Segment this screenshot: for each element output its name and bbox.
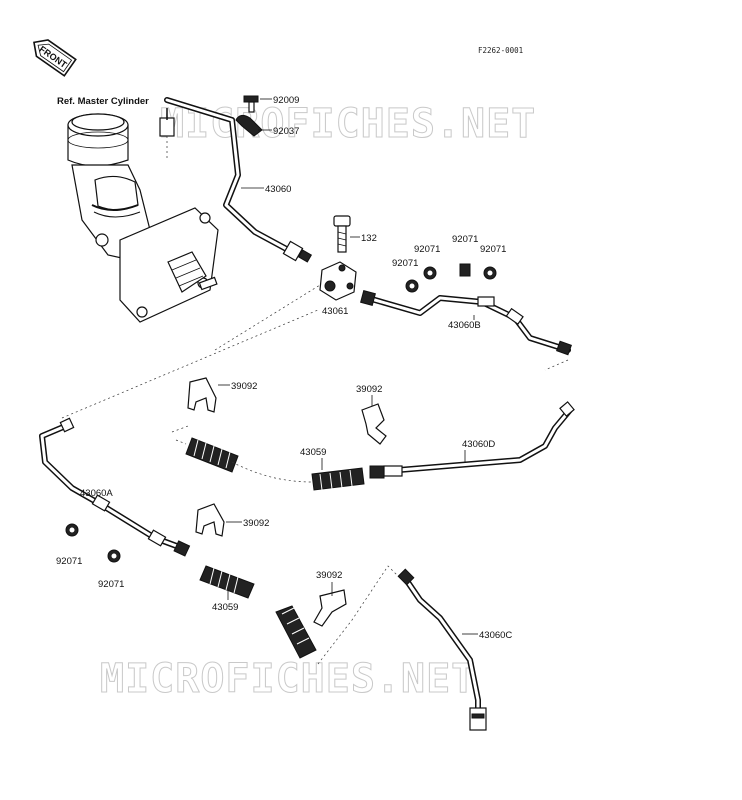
label-92071-d: 92071 (480, 244, 506, 255)
label-43060: 43060 (265, 184, 291, 195)
label-39092-a: 39092 (231, 381, 257, 392)
clip-39092-a (187, 377, 217, 413)
label-92071-c: 92071 (452, 234, 478, 245)
washer-92071-f (107, 549, 121, 563)
label-92071-e: 92071 (56, 556, 82, 567)
grommet-43059-b (311, 467, 365, 491)
label-43059-a: 43059 (300, 447, 326, 458)
watermark-top: MICROFICHES.NET (160, 101, 536, 147)
front-arrow-icon: FRONT (33, 39, 77, 77)
label-92009: 92009 (273, 95, 299, 106)
label-43060B: 43060B (448, 320, 481, 331)
clamp-92037 (235, 114, 263, 137)
label-39092-c: 39092 (243, 518, 269, 529)
watermark-bottom: MICROFICHES.NET (100, 656, 476, 702)
label-39092-d: 39092 (316, 570, 342, 581)
washer-92071-a (405, 279, 419, 293)
washer-92071-e (65, 523, 79, 537)
label-92071-b: 92071 (414, 244, 440, 255)
label-132: 132 (361, 233, 377, 244)
label-92071-a: 92071 (392, 258, 418, 269)
pipe-43060B (360, 290, 572, 356)
grommet-43059-a (185, 437, 239, 473)
pipe-43060A (39, 417, 191, 557)
label-43059-b: 43059 (212, 602, 238, 613)
clip-39092-c (195, 503, 225, 537)
label-39092-b: 39092 (356, 384, 382, 395)
bolt-92009 (243, 95, 259, 113)
figure-code: F2262-0001 (478, 46, 523, 55)
union-43061 (319, 261, 357, 301)
pipe-43060C (397, 568, 487, 731)
master-cylinder-illustration (67, 108, 219, 323)
label-43060A: 43060A (80, 488, 113, 499)
reference-label: Ref. Master Cylinder (57, 96, 149, 107)
washer-92071-d (483, 266, 497, 280)
hose-43060 (164, 97, 313, 263)
label-43060D: 43060D (462, 439, 495, 450)
washer-92071-c (459, 263, 471, 277)
pipe-43060D (369, 401, 575, 479)
label-92037: 92037 (273, 126, 299, 137)
label-43060C: 43060C (479, 630, 512, 641)
clip-39092-b (361, 403, 387, 445)
grommet-43059-c (199, 565, 255, 599)
clip-39092-d (313, 589, 347, 627)
label-43061: 43061 (322, 306, 348, 317)
washer-92071-b (423, 266, 437, 280)
label-92071-f: 92071 (98, 579, 124, 590)
grommet-43059-d (275, 605, 317, 659)
bolt-132 (333, 215, 351, 253)
